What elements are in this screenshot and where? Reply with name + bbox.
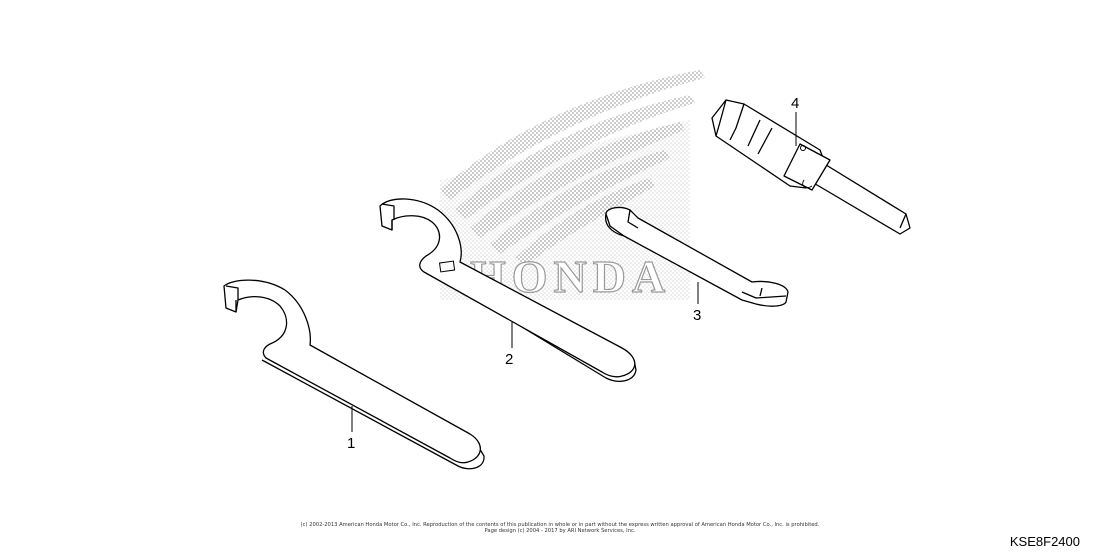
callout-2: 2 xyxy=(505,351,513,368)
pin-spanner-wrench-2 xyxy=(379,198,637,382)
callout-4: 4 xyxy=(791,95,799,112)
callout-3: 3 xyxy=(693,307,701,324)
diagram-code: KSE8F2400 xyxy=(1009,534,1080,549)
double-ended-wrench-3 xyxy=(604,206,789,307)
callout-1: 1 xyxy=(347,435,355,452)
socket-wrench-4 xyxy=(711,99,911,235)
copyright-line-2: Page design (c) 2004 - 2017 by ARI Netwo… xyxy=(484,528,636,534)
honda-wing-watermark xyxy=(440,70,705,300)
pin-spanner-wrench-1 xyxy=(223,279,485,470)
copyright-line-1: (c) 2002-2013 American Honda Motor Co., … xyxy=(300,522,820,528)
leader-lines xyxy=(351,112,797,432)
